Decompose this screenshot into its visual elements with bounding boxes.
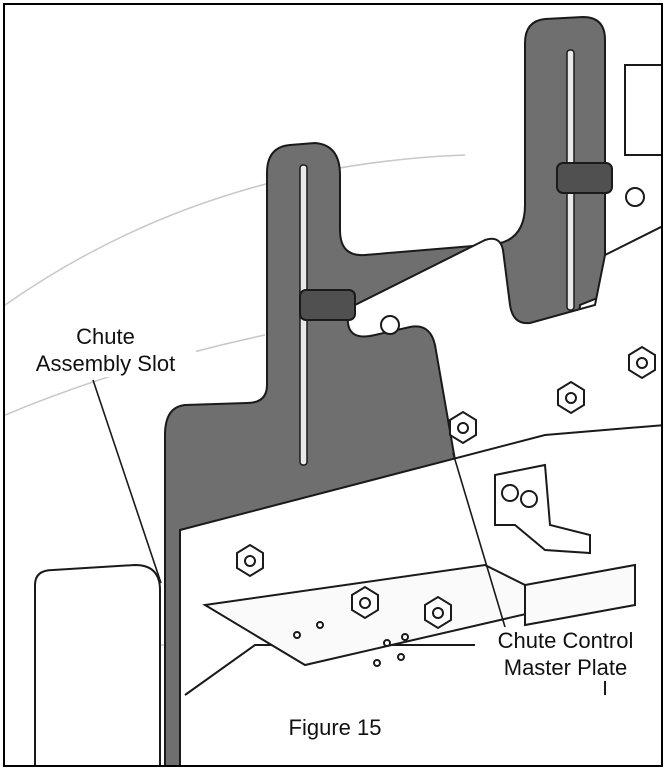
- lever-bracket: [494, 64, 661, 555]
- hardware-fasteners: [236, 345, 656, 667]
- pivot-bushings: [299, 162, 645, 335]
- callout-line: Assembly Slot: [35, 351, 176, 376]
- callout-line: Chute: [76, 324, 135, 349]
- figure-caption: Figure 15: [288, 715, 382, 740]
- chute-assembly-plate: [164, 15, 606, 765]
- chute-control-master-plate-callout: Chute Control Master Plate: [475, 627, 656, 681]
- figure-frame: Chute Assembly Slot Chute Control Master…: [3, 3, 663, 767]
- callout-line: Master Plate: [503, 655, 628, 680]
- technical-illustration: [5, 15, 661, 765]
- callout-line: Chute Control: [497, 628, 634, 653]
- chute-assembly-slot-callout: Chute Assembly Slot: [15, 323, 196, 377]
- callout-leaders: [92, 379, 506, 628]
